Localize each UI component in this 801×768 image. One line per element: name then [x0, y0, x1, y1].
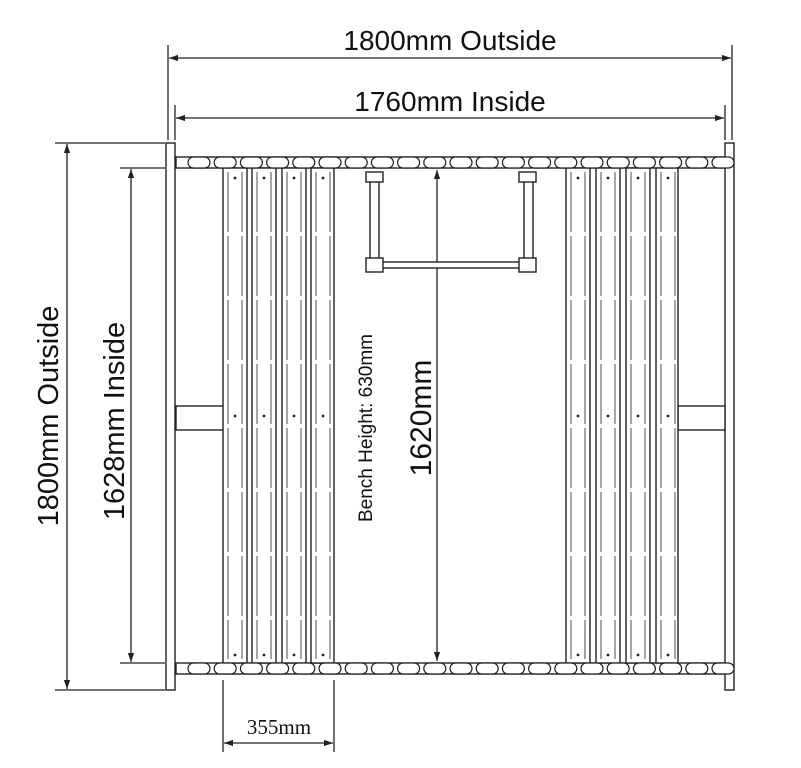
slat-screw [262, 414, 266, 418]
wall-log-end [527, 156, 552, 169]
wall-log-end [266, 662, 290, 675]
wall-log-end [580, 156, 604, 169]
slat-screw [576, 414, 580, 418]
left-wall-stud [175, 405, 225, 431]
slat-screw [321, 653, 325, 657]
slat-screw [233, 653, 237, 657]
wall-log-end [606, 156, 630, 169]
wall-log-end [239, 156, 263, 169]
backrest-frame-top-left-cap [365, 171, 384, 183]
interior-length-label: 1620mm [405, 360, 438, 477]
bench-depth-label: 355mm [247, 715, 311, 739]
slat-screw [666, 653, 670, 657]
wall-log-end [554, 156, 578, 169]
wall-log-end [501, 662, 525, 675]
backrest-frame-bottom-left-cap [365, 257, 384, 273]
wall-log-end [266, 156, 290, 169]
backrest-frame-left-leg [369, 175, 380, 267]
slat-screw [576, 176, 580, 180]
slat-screw [576, 653, 580, 657]
slat-screw [321, 176, 325, 180]
wall-log-end [658, 662, 683, 675]
wall-log-end [213, 156, 237, 169]
wall-log-end [318, 156, 342, 169]
outside-depth-label: 1800mm Outside [33, 306, 65, 527]
slat-screw [292, 176, 296, 180]
slat-screw [292, 653, 296, 657]
bench-height-label: Bench Height: 630mm [356, 334, 377, 522]
wall-log-end [292, 156, 316, 169]
wall-log-end [475, 662, 499, 675]
right-outer-wall-post [724, 142, 735, 691]
wall-log-end [475, 156, 499, 169]
wall-log-end [239, 662, 263, 675]
wall-log-end [397, 156, 421, 169]
slat-screw [606, 414, 610, 418]
wall-log-end [606, 662, 630, 675]
wall-log-end [527, 662, 552, 675]
wall-log-end [501, 156, 525, 169]
wall-log-end [632, 662, 657, 675]
wall-log-end [711, 156, 735, 169]
slat-screw [666, 176, 670, 180]
slat-screw [666, 414, 670, 418]
slat-screw [233, 176, 237, 180]
wall-log-end [397, 662, 421, 675]
backrest-frame-bottom-right-cap [518, 257, 537, 273]
wall-log-end [187, 156, 211, 169]
inside-depth-label: 1628mm Inside [99, 322, 131, 520]
slat-screw [636, 414, 640, 418]
wall-log-end [344, 662, 368, 675]
wall-log-end [685, 156, 709, 169]
wall-log-end [580, 662, 604, 675]
wall-log-end [711, 662, 735, 675]
wall-log-end [213, 662, 237, 675]
wall-log-end [292, 662, 316, 675]
backrest-frame-top-right-cap [518, 171, 537, 183]
wall-log-end [318, 662, 342, 675]
wall-log-end [370, 662, 394, 675]
wall-log-end [449, 156, 473, 169]
left-outer-wall-post [165, 142, 176, 691]
slat-screw [636, 653, 640, 657]
backrest-frame-right-leg [523, 175, 534, 267]
wall-log-end [370, 156, 394, 169]
backrest-frame-crossbar [375, 261, 529, 269]
wall-log-end [632, 156, 657, 169]
wall-log-end [344, 156, 368, 169]
outside-width-label: 1800mm Outside [343, 25, 556, 56]
slat-screw [636, 176, 640, 180]
slat-screw [606, 176, 610, 180]
slat-screw [606, 653, 610, 657]
wall-log-end [658, 156, 683, 169]
slat-screw [262, 176, 266, 180]
wall-log-end [449, 662, 473, 675]
wall-log-end [423, 156, 447, 169]
slat-screw [233, 414, 237, 418]
right-wall-stud [677, 405, 726, 431]
slat-screw [262, 653, 266, 657]
wall-log-end [423, 662, 447, 675]
wall-log-end [554, 662, 578, 675]
wall-log-end [187, 662, 211, 675]
wall-log-end [685, 662, 709, 675]
slat-screw [292, 414, 296, 418]
slat-screw [321, 414, 325, 418]
inside-width-label: 1760mm Inside [354, 86, 545, 117]
